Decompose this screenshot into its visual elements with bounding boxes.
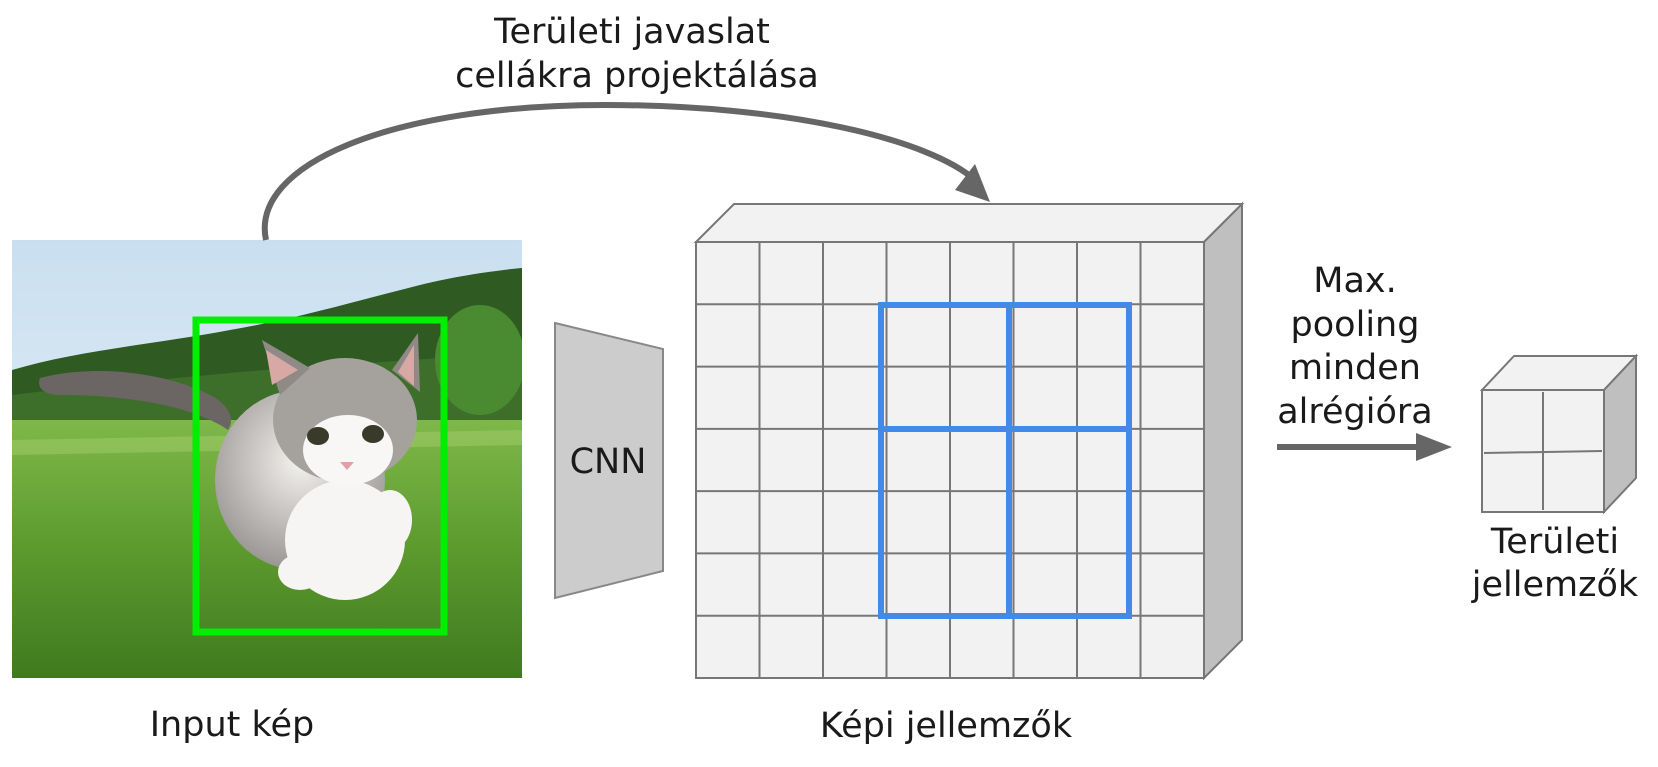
projection-label-line2: cellákra projektálása: [455, 56, 819, 96]
pooling-arrowhead: [1416, 433, 1452, 461]
pooling-label-line2: pooling: [1291, 305, 1420, 345]
region-proposal-box: [192, 316, 448, 636]
region-features-label-line1: Területi: [1490, 522, 1619, 562]
region-features-cube: [1479, 353, 1639, 515]
region-features-label-line2: jellemzők: [1471, 565, 1639, 605]
input-image-label: Input kép: [150, 705, 315, 745]
feature-map: [693, 201, 1245, 681]
projection-label-line1: Területi javaslat: [493, 12, 770, 52]
pooling-label-line1: Max.: [1313, 261, 1396, 301]
cnn-block: [554, 321, 664, 600]
cnn-label: CNN: [570, 442, 647, 482]
roi-grid: [878, 302, 1132, 619]
projection-arrowhead: [955, 164, 990, 202]
input-photo: [12, 240, 522, 678]
pooling-label-line3: minden: [1289, 348, 1421, 388]
projection-arrow: [261, 101, 977, 241]
pooling-label-line4: alrégióra: [1277, 392, 1433, 432]
feature-map-label: Képi jellemzők: [820, 706, 1073, 746]
